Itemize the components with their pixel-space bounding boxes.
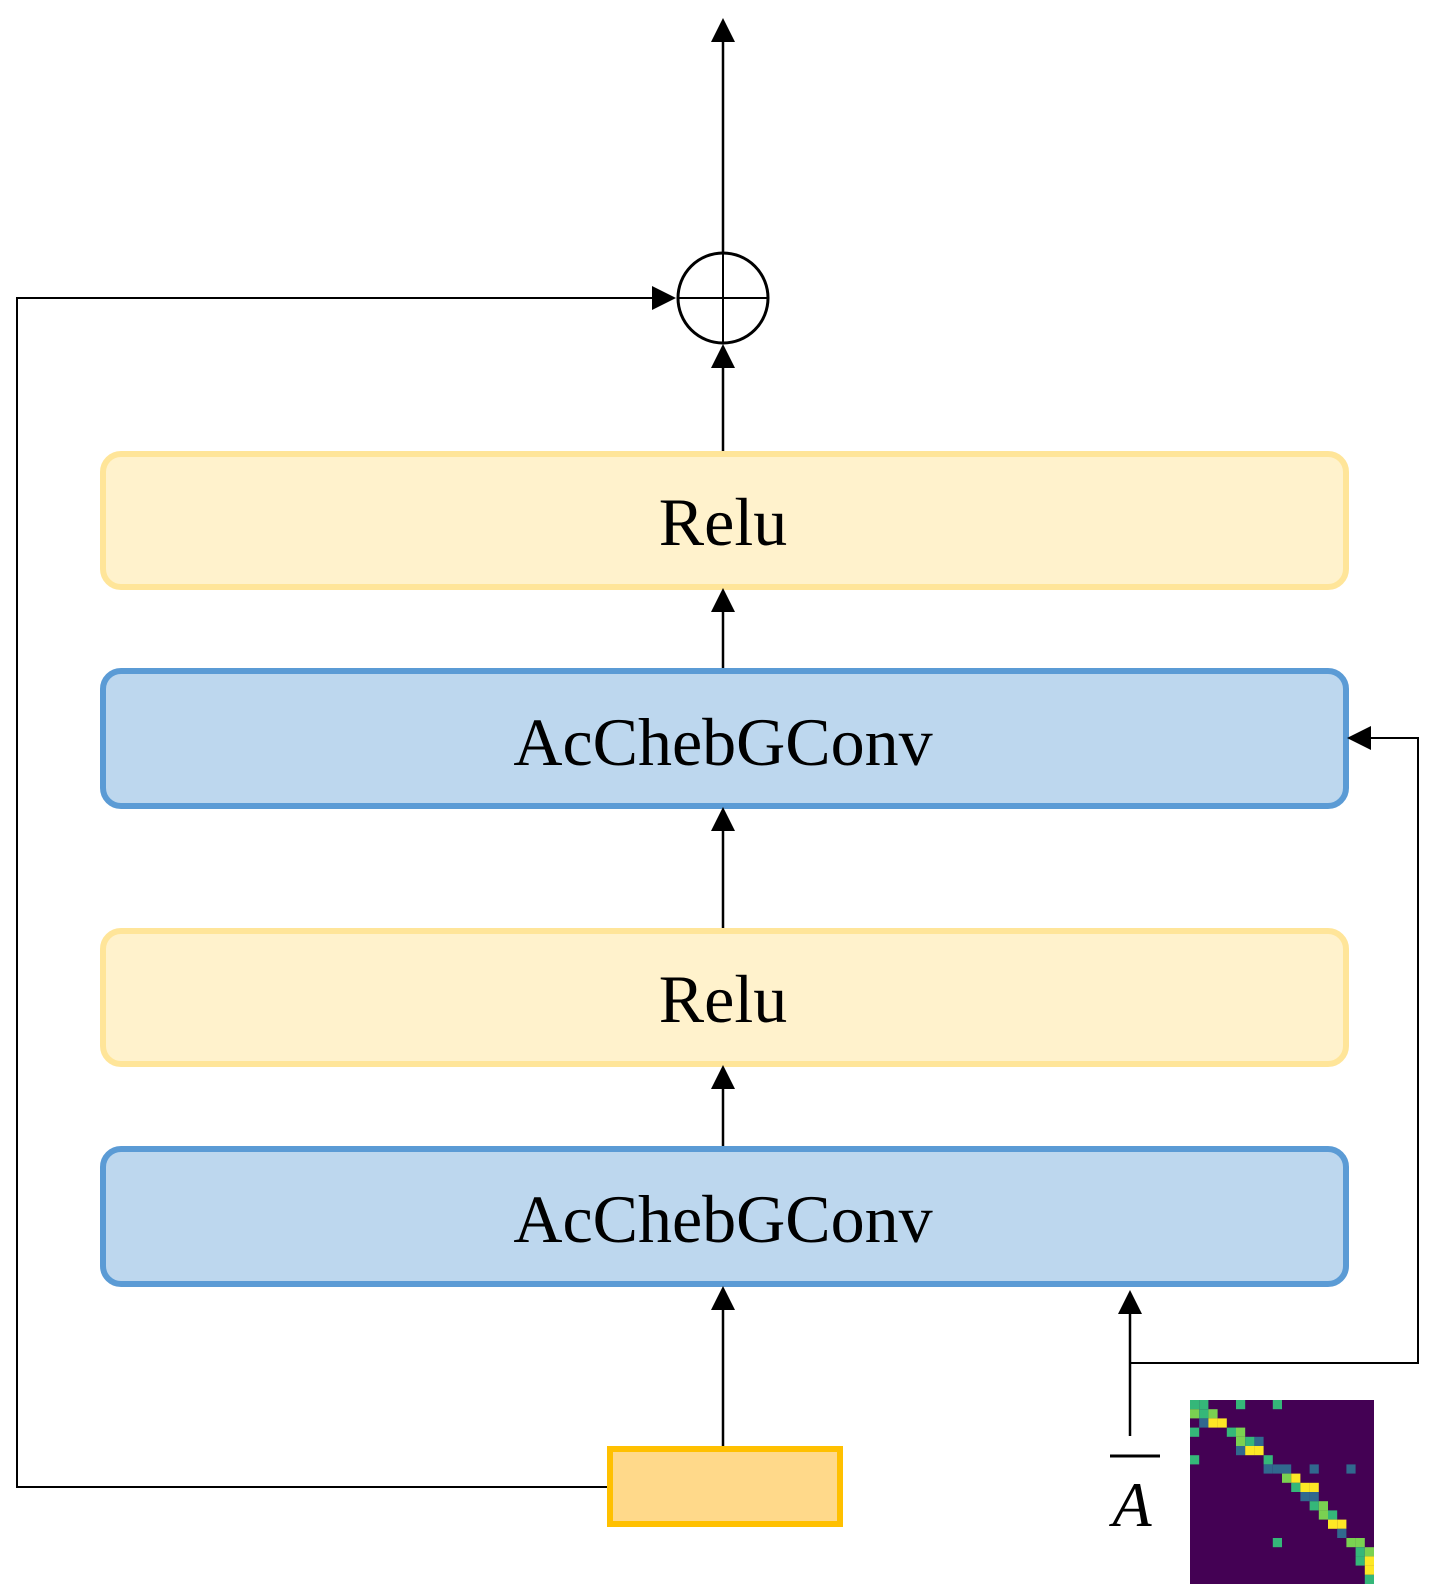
matrix-cell xyxy=(1300,1492,1310,1502)
matrix-cell xyxy=(1208,1409,1218,1419)
relu-top-label: Relu xyxy=(659,484,787,560)
matrix-cell xyxy=(1318,1510,1328,1520)
matrix-cell xyxy=(1236,1446,1246,1456)
arrow-conv-to-relu-top xyxy=(711,588,735,670)
matrix-cell xyxy=(1364,1556,1374,1566)
matrix-cell xyxy=(1190,1427,1200,1437)
matrix-cell xyxy=(1245,1446,1255,1456)
arrow-relu-to-conv-top xyxy=(711,807,735,930)
output-arrow xyxy=(711,18,735,255)
adjacency-symbol: A xyxy=(1108,1454,1160,1540)
matrix-cell xyxy=(1236,1400,1246,1410)
matrix-cell xyxy=(1355,1556,1365,1566)
matrix-cell xyxy=(1272,1538,1282,1548)
matrix-cell xyxy=(1190,1400,1200,1410)
matrix-cell xyxy=(1190,1409,1200,1419)
matrix-cell xyxy=(1318,1501,1328,1511)
matrix-cell xyxy=(1291,1473,1301,1483)
matrix-cell xyxy=(1272,1400,1282,1410)
matrix-cell xyxy=(1245,1436,1255,1446)
matrix-cell xyxy=(1199,1409,1209,1419)
matrix-cell xyxy=(1208,1418,1218,1428)
matrix-cell xyxy=(1346,1464,1356,1474)
matrix-cell xyxy=(1236,1427,1246,1437)
matrix-cell xyxy=(1217,1418,1227,1428)
matrix-cell xyxy=(1263,1455,1273,1465)
relu-bottom-label: Relu xyxy=(659,961,787,1037)
matrix-cell xyxy=(1190,1455,1200,1465)
input-block xyxy=(607,1446,843,1527)
adjacency-symbol-label: A xyxy=(1108,1469,1152,1540)
matrix-cell xyxy=(1346,1538,1356,1548)
conv-block-top: AcChebGConv xyxy=(100,668,1349,809)
arrow-conv-to-relu-bottom xyxy=(711,1065,735,1148)
matrix-cell xyxy=(1282,1473,1292,1483)
matrix-cell xyxy=(1254,1446,1264,1456)
skip-connection xyxy=(16,286,676,1488)
relu-block-bottom: Relu xyxy=(100,928,1349,1067)
matrix-cell xyxy=(1300,1482,1310,1492)
matrix-cell xyxy=(1226,1427,1236,1437)
matrix-cell xyxy=(1337,1519,1347,1529)
matrix-cell xyxy=(1199,1418,1209,1428)
conv-bottom-label: AcChebGConv xyxy=(513,1181,932,1257)
conv-top-label: AcChebGConv xyxy=(513,704,932,780)
matrix-cell xyxy=(1309,1492,1319,1502)
arrow-input-to-conv xyxy=(711,1286,735,1448)
matrix-background xyxy=(1190,1400,1374,1584)
matrix-cell xyxy=(1291,1482,1301,1492)
matrix-cell xyxy=(1364,1574,1374,1584)
matrix-cell xyxy=(1263,1464,1273,1474)
matrix-cell xyxy=(1272,1464,1282,1474)
matrix-cell xyxy=(1337,1528,1347,1538)
adjacency-connection xyxy=(1118,726,1419,1436)
relu-block-top: Relu xyxy=(100,451,1349,590)
matrix-cell xyxy=(1309,1464,1319,1474)
matrix-cell xyxy=(1355,1538,1365,1548)
matrix-cell xyxy=(1355,1547,1365,1557)
matrix-cell xyxy=(1236,1436,1246,1446)
matrix-cell xyxy=(1364,1565,1374,1575)
arrow-relu-to-sum xyxy=(711,344,735,453)
matrix-cell xyxy=(1282,1464,1292,1474)
matrix-cell xyxy=(1328,1510,1338,1520)
matrix-cell xyxy=(1309,1482,1319,1492)
matrix-cell xyxy=(1328,1519,1338,1529)
conv-block-bottom: AcChebGConv xyxy=(100,1146,1349,1287)
matrix-cell xyxy=(1199,1400,1209,1410)
matrix-cell xyxy=(1364,1547,1374,1557)
matrix-cell xyxy=(1254,1436,1264,1446)
adjacency-matrix-image xyxy=(1190,1400,1374,1584)
sum-node xyxy=(676,251,770,345)
matrix-cell xyxy=(1309,1501,1319,1511)
